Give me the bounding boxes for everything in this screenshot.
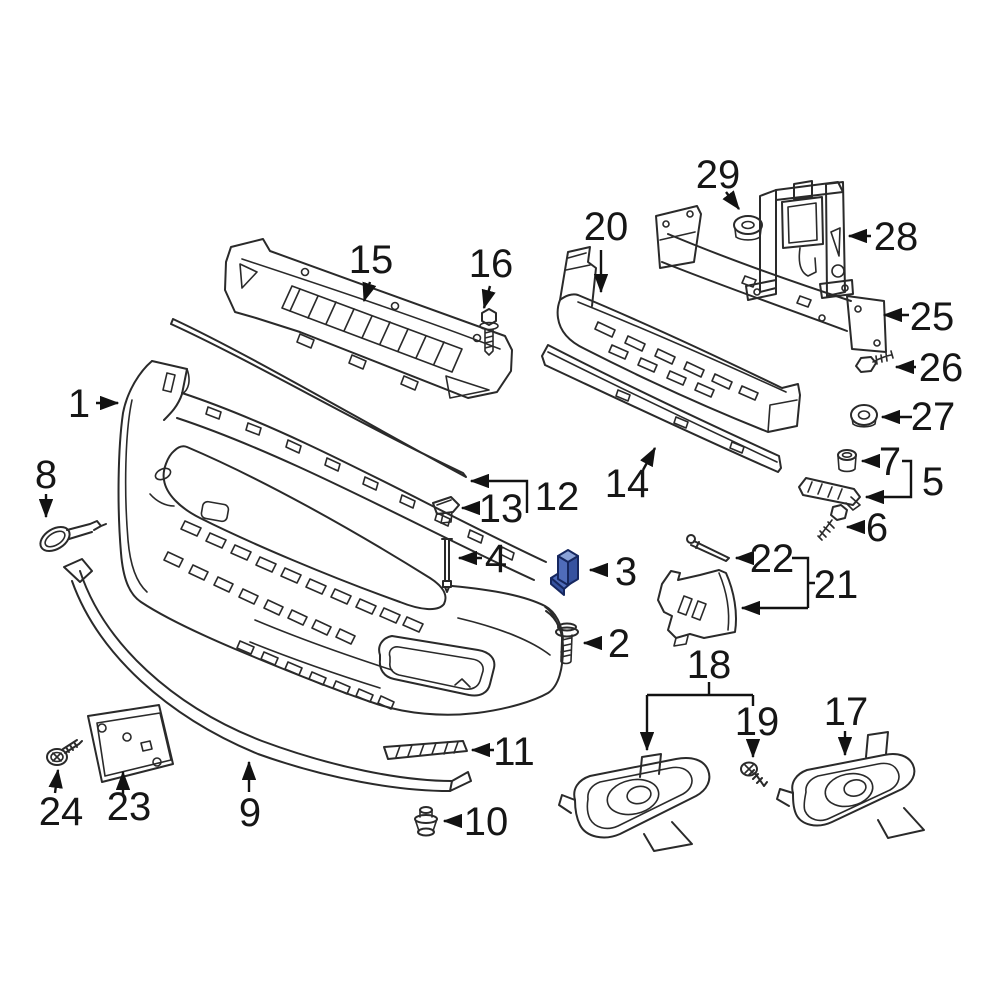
callout-arrow-16 [481, 285, 496, 310]
callout-label-9: 9 [239, 791, 261, 835]
callout-labels: 1 2 3 4 5 6 7 8 9 10 11 12 13 14 15 16 1… [35, 153, 963, 844]
callout-label-3: 3 [615, 550, 637, 594]
callout-label-2: 2 [608, 622, 630, 666]
part-19-screw-drawing [740, 761, 768, 787]
callout-label-5: 5 [922, 460, 944, 504]
callout-arrow-14 [640, 446, 657, 471]
part-1-bumper-cover-drawing [117, 360, 564, 716]
part-25-impact-bar-drawing [655, 205, 887, 353]
part-20-energy-absorber-drawing [556, 246, 801, 433]
part-22-support-rod-drawing [686, 534, 730, 562]
callout-label-24: 24 [39, 790, 84, 834]
part-9-lower-lip-spoiler-drawing [63, 558, 472, 792]
callout-label-19: 19 [735, 700, 780, 744]
part-24-screw-drawing [46, 739, 83, 766]
part-12-molding-strip-drawing [170, 318, 467, 478]
callout-label-18: 18 [687, 643, 732, 687]
part-8-retainer-pin-drawing [39, 520, 107, 552]
part-29-nut-drawing [733, 215, 763, 241]
part-17-fog-cover-right-drawing [776, 731, 925, 839]
callout-bracket-21 [792, 556, 815, 608]
callout-label-1: 1 [68, 382, 90, 426]
callout-label-16: 16 [469, 242, 514, 286]
callout-label-26: 26 [919, 346, 964, 390]
part-10-push-clip-drawing [414, 806, 438, 837]
callout-label-10: 10 [464, 800, 509, 844]
callout-bracket-18 [647, 682, 755, 706]
callout-arrow-29 [722, 190, 740, 210]
callout-label-4: 4 [485, 537, 507, 581]
part-6-bolt-drawing [817, 504, 848, 541]
part-26-bolt-drawing [855, 350, 894, 373]
callout-label-29: 29 [696, 153, 741, 197]
part-21-corner-bracket-drawing [657, 569, 737, 647]
callout-label-23: 23 [107, 785, 152, 829]
callout-label-12: 12 [535, 475, 580, 519]
callout-label-8: 8 [35, 453, 57, 497]
callout-label-14: 14 [605, 462, 650, 506]
part-14-lower-reinforcement-drawing [541, 344, 782, 473]
part-11-trim-strip-drawing [383, 740, 468, 760]
callout-arrow-12 [469, 473, 529, 513]
part-13-clip-drawing [432, 496, 460, 524]
callout-label-21: 21 [814, 563, 859, 607]
callout-label-17: 17 [824, 690, 869, 734]
part-7-cap-drawing [837, 449, 857, 473]
callout-arrow-5 [864, 459, 913, 505]
callout-label-25: 25 [910, 295, 955, 339]
callout-arrow-15 [362, 281, 377, 303]
callout-label-15: 15 [349, 238, 394, 282]
part-15-grille-shield-drawing [224, 238, 513, 399]
callout-label-20: 20 [584, 205, 629, 249]
part-28-mount-bracket-drawing [745, 180, 854, 301]
part-5-side-bracket-drawing [798, 477, 861, 511]
callout-arrows [38, 190, 916, 829]
callout-label-7: 7 [879, 440, 901, 484]
callout-label-22: 22 [750, 537, 795, 581]
part-4-pin-drawing [441, 538, 453, 593]
part-2-bolt-drawing [555, 622, 579, 665]
part-27-nut-drawing [850, 404, 878, 428]
callout-label-27: 27 [911, 395, 956, 439]
part-18-fog-cover-left-drawing [558, 753, 711, 852]
callout-label-13: 13 [479, 487, 524, 531]
callout-label-11: 11 [493, 730, 535, 774]
callout-label-28: 28 [874, 215, 919, 259]
part-23-license-bracket-drawing [87, 704, 174, 783]
part-3-clip-highlighted-drawing [550, 549, 579, 596]
callout-arrow-24 [48, 768, 63, 794]
callout-label-6: 6 [866, 506, 888, 550]
